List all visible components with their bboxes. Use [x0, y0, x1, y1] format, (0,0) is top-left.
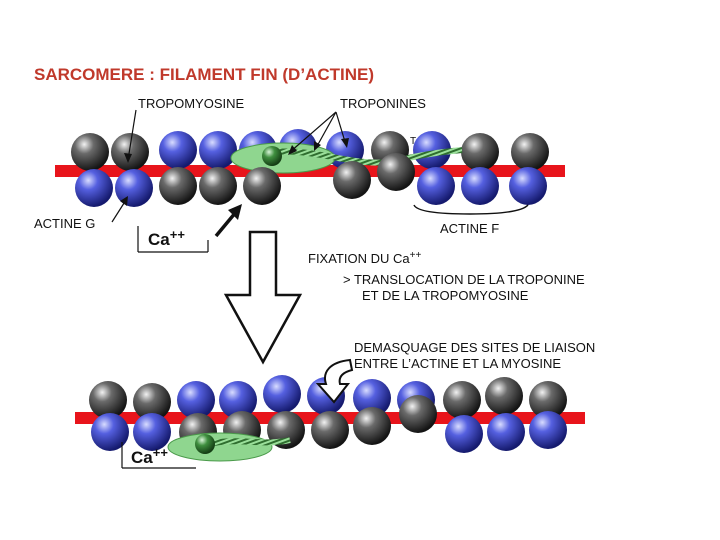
- bracket-actine-f: [413, 204, 529, 215]
- actin-sphere-top-front-5: [243, 167, 281, 205]
- actin-sphere-top-back-9: [413, 131, 451, 169]
- actin-sphere-top-back-11: [511, 133, 549, 171]
- top-front-spheres: [75, 153, 547, 207]
- pointer-tropomyosine-head: [124, 153, 132, 163]
- calcium-label-top: Ca++: [137, 226, 209, 253]
- bottom-filament: [75, 375, 585, 462]
- arrow-calcium-shaft: [214, 210, 238, 238]
- diagram-title: SARCOMERE : FILAMENT FIN (D’ACTINE): [34, 65, 374, 84]
- actin-sphere-bottom-front-9: [445, 415, 483, 453]
- actin-sphere-bottom-back-11: [529, 381, 567, 419]
- bottom-back-spheres: [89, 375, 567, 421]
- actin-sphere-top-front-7: [377, 153, 415, 191]
- actin-sphere-bottom-front-7: [353, 407, 391, 445]
- label-tropomyosine: TROPOMYOSINE: [138, 96, 245, 111]
- actin-sphere-top-back-10: [461, 133, 499, 171]
- arrow-calcium-head: [228, 204, 242, 220]
- actin-sphere-top-front-9: [461, 167, 499, 205]
- actin-sphere-top-front-4: [199, 167, 237, 205]
- text-demasquage-2: ENTRE L’ACTINE ET LA MYOSINE: [354, 356, 561, 371]
- troponin-ellipse-bottom: [167, 432, 273, 462]
- label-t-mark: T: [410, 136, 416, 147]
- actin-sphere-bottom-back-4: [219, 381, 257, 419]
- actin-sphere-bottom-back-7: [353, 379, 391, 417]
- text-translocation-2: ET DE LA TROPOMYOSINE: [362, 288, 529, 303]
- actin-sphere-top-back-3: [159, 131, 197, 169]
- ca-bottom-text: Ca++: [131, 445, 168, 467]
- actin-sphere-bottom-front-8: [399, 395, 437, 433]
- pointer-troponines-2: [315, 111, 337, 149]
- actin-sphere-top-front-6: [333, 161, 371, 199]
- bottom-troponin-complex: [167, 432, 291, 462]
- actin-sphere-top-front-2: [115, 169, 153, 207]
- top-filament: [55, 129, 565, 207]
- pointer-troponines-1-head: [288, 145, 297, 155]
- actin-sphere-bottom-back-10: [485, 377, 523, 415]
- pointer-tropomyosine: [127, 109, 137, 161]
- pointer-troponines-1: [289, 111, 337, 153]
- curved-hollow-arrow: [315, 358, 354, 404]
- actin-sphere-bottom-back-2: [133, 383, 171, 421]
- actin-sphere-bottom-front-11: [529, 411, 567, 449]
- actin-sphere-bottom-front-10: [487, 413, 525, 451]
- actin-sphere-bottom-back-5: [263, 375, 301, 413]
- actin-sphere-bottom-back-9: [443, 381, 481, 419]
- pointer-troponines-2-head: [314, 141, 321, 151]
- pointer-troponines-3-head: [341, 138, 349, 148]
- pointer-actine-g: [111, 199, 127, 223]
- actin-sphere-top-front-3: [159, 167, 197, 205]
- text-translocation-1: > TRANSLOCATION DE LA TROPONINE: [343, 272, 585, 287]
- actin-sphere-top-front-8: [417, 167, 455, 205]
- actin-sphere-bottom-back-3: [177, 381, 215, 419]
- actin-sphere-top-back-2: [111, 133, 149, 171]
- troponin-ball-bottom: [195, 434, 215, 454]
- tropomyosin-strand-bottom: [213, 437, 291, 446]
- label-actine-g: ACTINE G: [34, 216, 95, 231]
- actin-sphere-bottom-front-2: [133, 413, 171, 451]
- actin-sphere-bottom-front-6: [311, 411, 349, 449]
- actin-sphere-top-back-4: [199, 131, 237, 169]
- pointer-actine-g-head: [120, 196, 128, 206]
- text-demasquage-1: DEMASQUAGE DES SITES DE LIAISON: [354, 340, 595, 355]
- troponin-ball: [262, 146, 282, 166]
- actin-sphere-bottom-front-1: [91, 413, 129, 451]
- actin-sphere-top-back-1: [71, 133, 109, 171]
- text-fixation: FIXATION DU Ca++: [308, 250, 421, 266]
- ca-top-text: Ca++: [148, 227, 185, 249]
- actin-sphere-top-front-10: [509, 167, 547, 205]
- actin-sphere-bottom-back-1: [89, 381, 127, 419]
- calcium-label-bottom: Ca++: [121, 442, 196, 469]
- troponin-ellipse: [230, 142, 336, 174]
- big-down-arrow: [223, 230, 303, 365]
- actin-sphere-top-front-1: [75, 169, 113, 207]
- label-actine-f: ACTINE F: [440, 221, 499, 236]
- label-troponines: TROPONINES: [340, 96, 426, 111]
